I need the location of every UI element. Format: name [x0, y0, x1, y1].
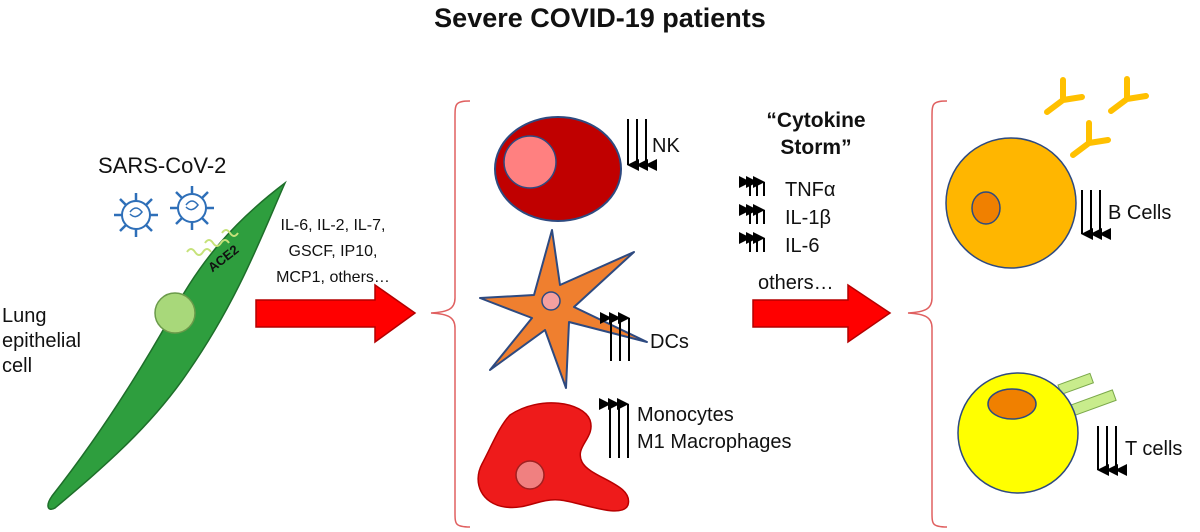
- dc-label: DCs: [650, 331, 689, 353]
- t-cell: [957, 372, 1079, 494]
- dendritic-cell: [479, 229, 648, 389]
- right-bracket: [907, 100, 948, 528]
- cytokine-line: IL-6, IL-2, IL-7,: [281, 217, 386, 234]
- flow-arrow: [752, 283, 892, 344]
- dc-increase-arrows: [600, 312, 630, 361]
- cytokine-line: GSCF, IP10,: [289, 243, 378, 260]
- storm-item: IL-6: [785, 235, 819, 257]
- storm-title-line: “Cytokine: [766, 109, 865, 132]
- epithelial-label-line: epithelial: [2, 330, 81, 352]
- virus-particle: [114, 193, 158, 237]
- storm-item: TNFα: [785, 179, 835, 201]
- storm-others: others…: [758, 272, 834, 294]
- storm-increase-arrows: [739, 176, 765, 252]
- monocyte-label: Monocytes: [637, 404, 734, 426]
- antibody-icons: [1044, 76, 1149, 158]
- nk-decrease-arrows: [627, 119, 657, 171]
- virus-particle: [170, 186, 214, 230]
- storm-item: IL-1β: [785, 207, 831, 229]
- flow-arrow: [255, 283, 417, 344]
- diagram-title: Severe COVID-19 patients: [434, 3, 766, 33]
- virus-label: SARS-CoV-2: [98, 153, 226, 178]
- lung-epithelial-cell: [47, 180, 287, 510]
- nk-cell: [494, 116, 622, 222]
- t-cell-decrease-arrows: [1097, 426, 1127, 476]
- nk-label: NK: [652, 135, 680, 157]
- b-cell: [945, 137, 1077, 269]
- b-cell-decrease-arrows: [1081, 190, 1111, 240]
- monocyte-increase-arrows: [599, 398, 629, 458]
- left-bracket: [430, 100, 471, 528]
- cytokine-line: MCP1, others…: [276, 269, 390, 286]
- macrophage-label: M1 Macrophages: [637, 431, 792, 453]
- t-cell-label: T cells: [1125, 438, 1182, 460]
- storm-title-line: Storm”: [780, 136, 851, 159]
- epithelial-cell-label: Lung epithelial cell: [2, 305, 81, 377]
- ace2-receptors: [186, 229, 239, 256]
- monocyte-macrophage-cell: [477, 402, 630, 512]
- cytokines-released-label: IL-6, IL-2, IL-7, GSCF, IP10, MCP1, othe…: [276, 217, 390, 286]
- epithelial-label-line: cell: [2, 355, 32, 377]
- b-cell-label: B Cells: [1108, 202, 1171, 224]
- epithelial-label-line: Lung: [2, 305, 47, 327]
